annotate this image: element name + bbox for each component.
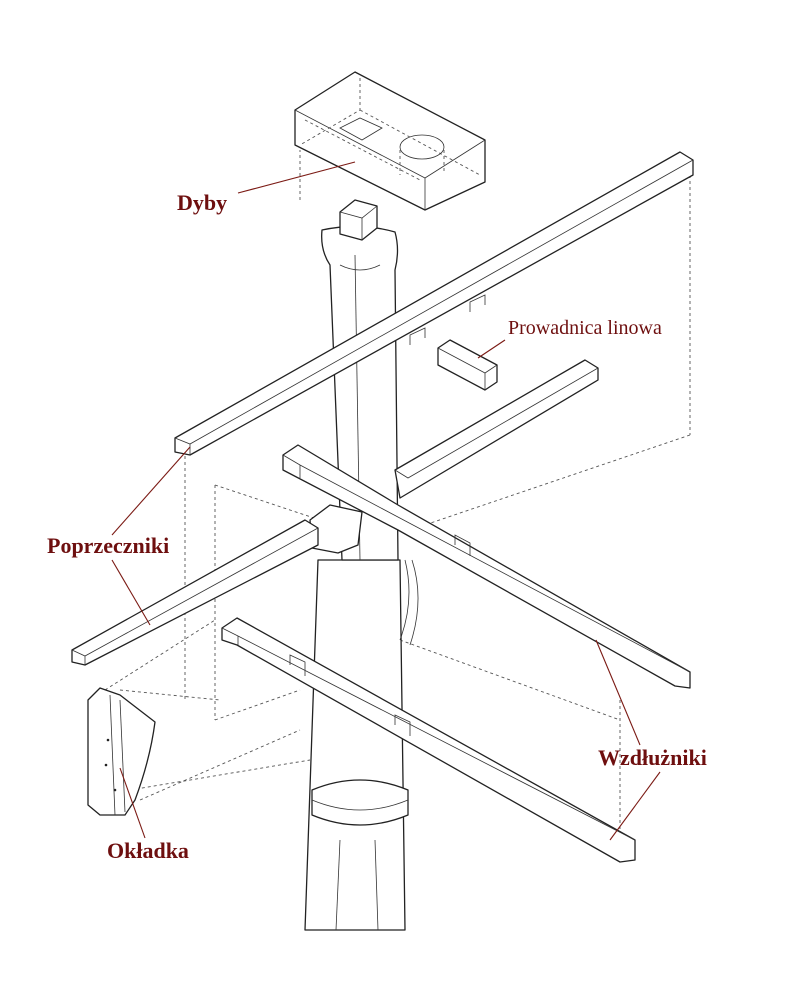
leader-wzdluzniki-upper [595,639,641,746]
front-trestletree [221,617,636,863]
rope-guide-block [437,339,498,391]
leader-dyby [237,161,356,194]
leader-lines [111,161,661,841]
leader-okladka [119,767,146,839]
leader-wzdluzniki-lower [609,771,661,841]
label-poprzeczniki: Poprzeczniki [47,533,169,558]
second-crosstree [394,359,599,499]
leader-prowadnica [477,339,506,359]
cap-block-dyby [294,71,486,211]
upper-crosstree [174,151,694,456]
bolster-okladka [87,687,156,816]
label-prowadnica-linowa: Prowadnica linowa [508,317,662,339]
mast-shaft [304,559,409,931]
right-trestletree [282,444,691,689]
label-dyby: Dyby [177,190,227,215]
left-crosstree [71,519,319,666]
leader-poprzeczniki-upper [111,446,191,536]
label-okladka: Okładka [107,838,189,863]
label-wzdluzniki: Wzdłużniki [598,745,707,770]
leader-poprzeczniki-lower [111,559,151,626]
hidden-lines [104,150,691,850]
